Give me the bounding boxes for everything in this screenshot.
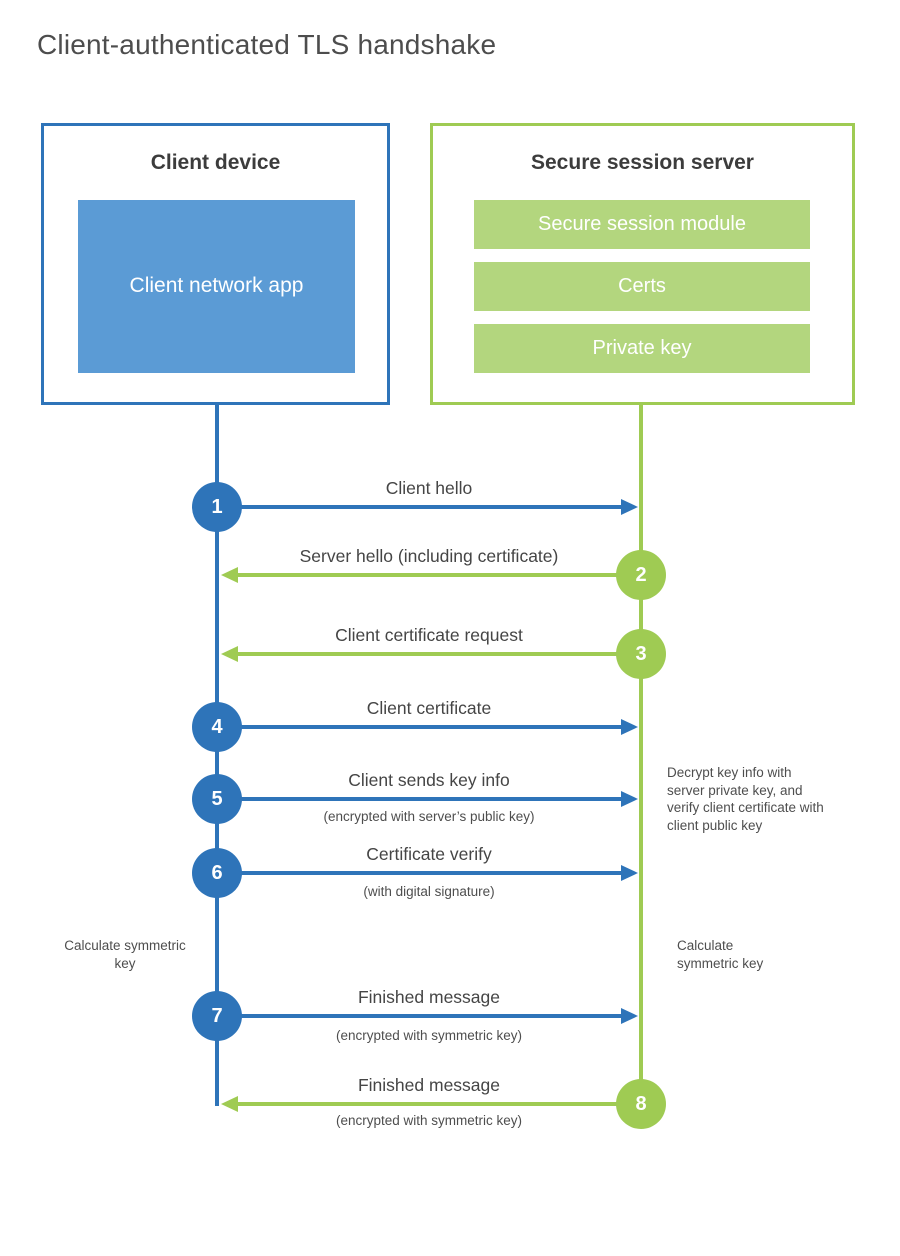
message-label: Finished message	[357, 987, 501, 1007]
step-circle: 1	[192, 482, 242, 532]
server-to-client-arrow	[238, 573, 641, 577]
client-device-title: Client device	[150, 151, 281, 174]
secure-session-server-title: Secure session server	[531, 151, 754, 174]
step-circle: 4	[192, 702, 242, 752]
client-lifeline	[215, 405, 219, 1106]
client-to-server-arrow	[217, 505, 621, 509]
step-circle: 5	[192, 774, 242, 824]
calculate-symmetric-key-note-client: Calculate symmetric key	[64, 938, 186, 971]
client-network-app-label: Client network app	[129, 274, 304, 298]
calculate-symmetric-key-note-server: Calculate symmetric key	[677, 938, 764, 971]
step-circle: 6	[192, 848, 242, 898]
server-lifeline	[639, 405, 643, 1106]
message-sublabel: (with digital signature)	[363, 884, 495, 899]
client-to-server-arrow	[217, 725, 621, 729]
server-to-client-arrow	[238, 652, 641, 656]
decrypt-note: Decrypt key info with server private key…	[667, 765, 824, 833]
step-circle: 8	[616, 1079, 666, 1129]
message-sublabel: (encrypted with symmetric key)	[335, 1028, 523, 1043]
message-label: Certificate verify	[366, 844, 492, 864]
step-circle: 3	[616, 629, 666, 679]
server-module-secure-session: Secure session module	[474, 200, 810, 249]
step-circle: 2	[616, 550, 666, 600]
message-label: Client hello	[385, 478, 473, 498]
message-label: Server hello (including certificate)	[299, 546, 559, 566]
client-network-app-box: Client network app	[78, 200, 355, 373]
client-to-server-arrow	[217, 1014, 621, 1018]
message-sublabel: (encrypted with symmetric key)	[335, 1113, 523, 1128]
message-label: Client certificate	[366, 698, 492, 718]
client-to-server-arrow	[217, 797, 621, 801]
message-label: Client sends key info	[348, 770, 510, 790]
server-module-private-key: Private key	[474, 324, 810, 373]
client-to-server-arrow	[217, 871, 621, 875]
message-sublabel: (encrypted with server’s public key)	[323, 809, 535, 824]
message-label: Client certificate request	[335, 625, 523, 645]
server-module-certs: Certs	[474, 262, 810, 311]
server-to-client-arrow	[238, 1102, 641, 1106]
message-label: Finished message	[357, 1075, 501, 1095]
page-title: Client-authenticated TLS handshake	[37, 29, 497, 60]
step-circle: 7	[192, 991, 242, 1041]
